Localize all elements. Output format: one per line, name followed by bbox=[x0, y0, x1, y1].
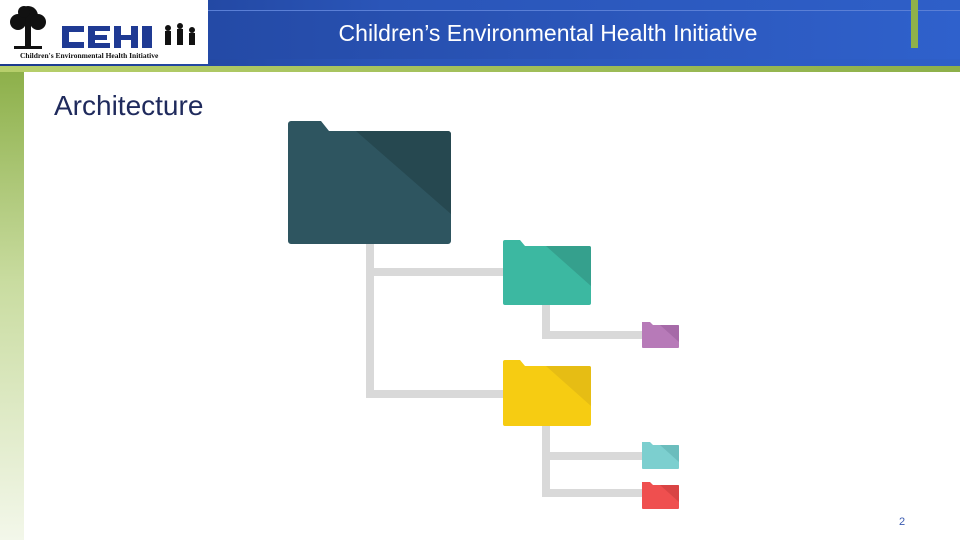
connector-root-child-2 bbox=[366, 390, 506, 398]
folder-child-2 bbox=[503, 360, 591, 426]
page-number: 2 bbox=[898, 516, 906, 528]
cehi-logo-graphic bbox=[4, 6, 204, 61]
folder-child-1 bbox=[503, 240, 591, 305]
slide-heading: Architecture bbox=[54, 90, 204, 121]
connector-child-1-vertical bbox=[542, 305, 550, 339]
header-accent bbox=[911, 0, 918, 48]
logo-subtitle: Children's Environmental Health Initiati… bbox=[20, 51, 159, 60]
connector-child-2-2 bbox=[542, 489, 644, 497]
header-divider bbox=[0, 66, 960, 72]
folder-child-1-1 bbox=[642, 322, 679, 348]
folder-child-2-2 bbox=[642, 482, 679, 509]
folder-root bbox=[288, 121, 451, 244]
header-title: Children’s Environmental Health Initiati… bbox=[338, 20, 758, 46]
cehi-logo: Children's Environmental Health Initiati… bbox=[0, 0, 208, 64]
connector-child-2-1 bbox=[542, 452, 644, 460]
connector-root-vertical bbox=[366, 244, 374, 398]
connector-child-1-1 bbox=[542, 331, 644, 339]
connector-root-child-1 bbox=[366, 268, 506, 276]
connector-lines bbox=[366, 244, 644, 497]
folder-child-2-1 bbox=[642, 442, 679, 469]
header-band bbox=[208, 10, 960, 59]
connector-child-2-vertical bbox=[542, 425, 550, 497]
left-accent-stripe bbox=[0, 72, 24, 540]
